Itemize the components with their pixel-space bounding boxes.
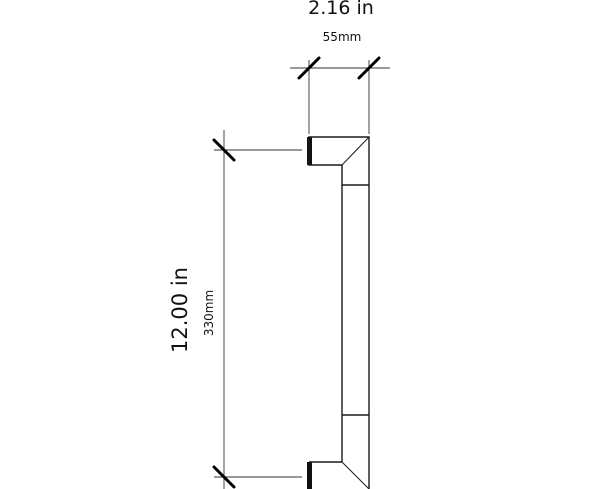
height-metric-label: 330mm	[202, 290, 216, 336]
height-imperial-label: 12.00 in	[168, 267, 192, 353]
width-tick-right	[357, 56, 381, 80]
top-standoff	[308, 136, 370, 186]
height-dimension: 12.00 in 330mm	[168, 130, 302, 489]
top-standoff-bevel	[341, 136, 370, 166]
width-imperial-label: 2.16 in	[308, 0, 374, 19]
bottom-standoff	[309, 414, 370, 489]
width-dimension: 2.16 in 55mm	[290, 0, 390, 134]
height-tick-top	[212, 138, 236, 162]
height-tick-bottom	[212, 465, 236, 489]
bottom-mount-base	[307, 462, 312, 489]
width-metric-label: 55mm	[323, 30, 362, 44]
pull-handle-profile	[307, 136, 370, 489]
bottom-standoff-bevel	[341, 461, 370, 489]
width-tick-left	[297, 56, 321, 80]
